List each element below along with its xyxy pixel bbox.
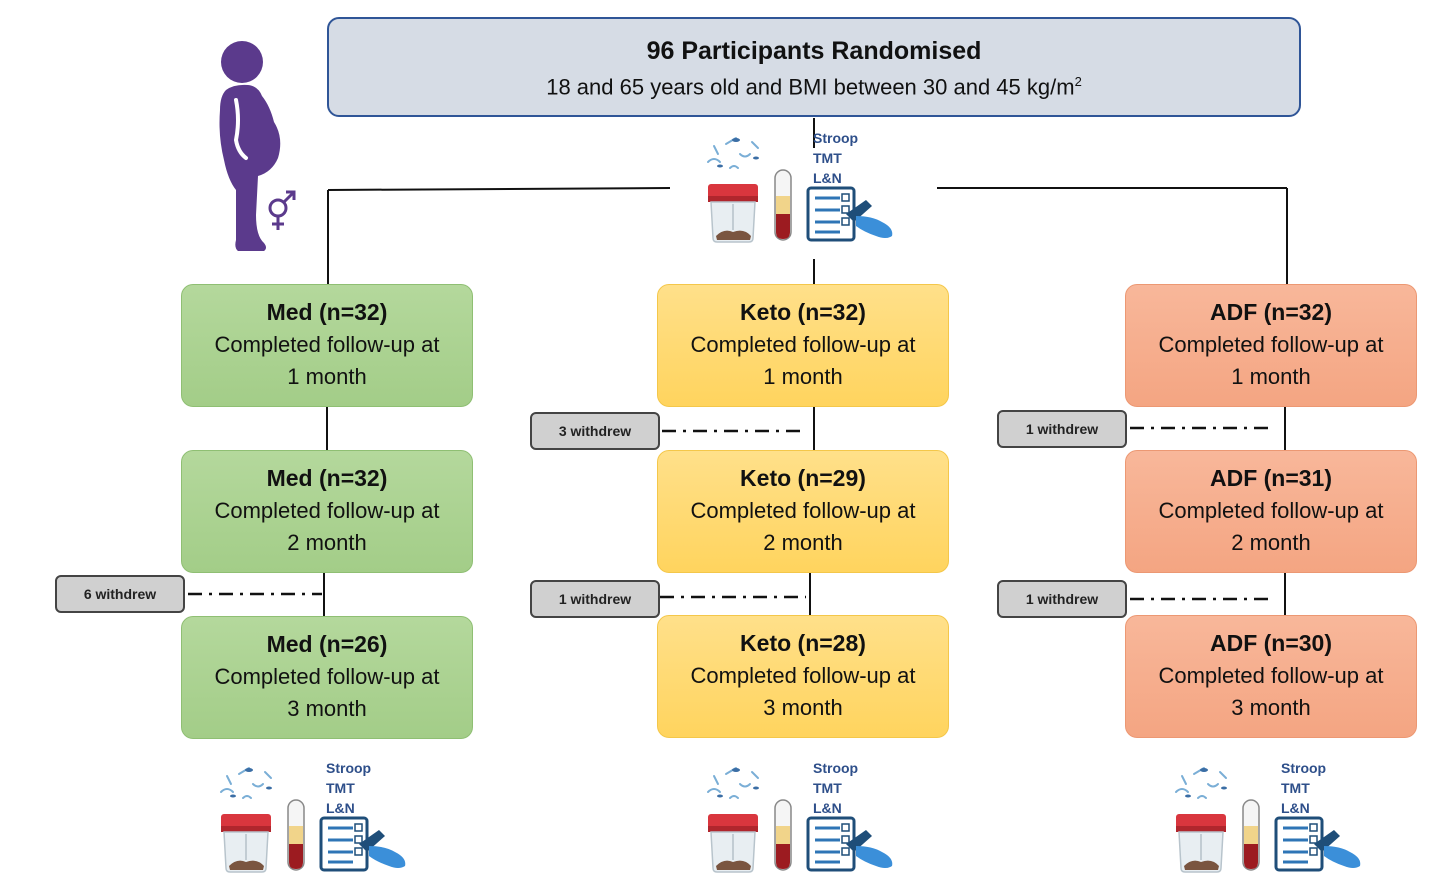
inclusion-criteria-text: 18 and 65 years old and BMI between 30 a…: [546, 74, 1075, 100]
adf-withdrawal-badge-1: 1 withdrew: [997, 410, 1127, 448]
box-title: ADF (n=30): [1209, 630, 1333, 656]
cognitive-test-clipboard-icon: [319, 816, 406, 872]
microbes-icon: [1175, 767, 1227, 799]
box-title: Keto (n=28): [740, 630, 866, 656]
cognitive-test-label: Stroop: [813, 130, 859, 146]
stool-sample-jar-icon: [1176, 814, 1226, 873]
med-box-3: Med (n=26) Completed follow-up at 3 mont…: [181, 616, 473, 739]
box-line-3: 2 month: [1231, 530, 1311, 555]
cognitive-test-label: L&N: [326, 800, 355, 816]
box-line-2: Completed follow-up at: [690, 332, 916, 357]
box-line-2: Completed follow-up at: [214, 332, 440, 357]
box-title: ADF (n=31): [1209, 465, 1333, 491]
blood-tube-icon: [774, 169, 792, 241]
cognitive-test-clipboard-icon: [806, 816, 893, 872]
microbes-icon: [707, 137, 759, 169]
cognitive-test-clipboard-icon: [1274, 816, 1361, 872]
inclusion-criteria-superscript: 2: [1074, 74, 1082, 89]
box-line-2: Completed follow-up at: [214, 498, 440, 523]
cognitive-test-label: Stroop: [813, 760, 859, 776]
cognitive-test-clipboard-icon: [806, 186, 893, 242]
cognitive-test-label: L&N: [1281, 800, 1310, 816]
keto-withdrawal-badge-2: 1 withdrew: [530, 580, 660, 618]
box-line-3: 2 month: [763, 530, 843, 555]
cognitive-test-label: TMT: [813, 150, 842, 166]
box-title: Med (n=26): [266, 631, 388, 657]
stool-sample-jar-icon: [708, 184, 758, 243]
blood-tube-icon: [1242, 799, 1260, 871]
cognitive-test-label: L&N: [813, 800, 842, 816]
microbes-icon: [707, 767, 759, 799]
adf-box-1: ADF (n=32) Completed follow-up at 1 mont…: [1125, 284, 1417, 407]
box-line-3: 1 month: [1231, 364, 1311, 389]
adf-withdrawal-badge-2: 1 withdrew: [997, 580, 1127, 618]
stool-sample-jar-icon: [221, 814, 271, 873]
inclusion-criteria: 18 and 65 years old and BMI between 30 a…: [329, 74, 1299, 100]
box-title: Med (n=32): [266, 465, 388, 491]
cognitive-test-label: TMT: [326, 780, 355, 796]
med-box-1: Med (n=32) Completed follow-up at 1 mont…: [181, 284, 473, 407]
box-line-2: Completed follow-up at: [690, 498, 916, 523]
cognitive-test-label: TMT: [813, 780, 842, 796]
box-line-3: 3 month: [1231, 695, 1311, 720]
keto-box-2: Keto (n=29) Completed follow-up at 2 mon…: [657, 450, 949, 573]
box-title: Keto (n=29): [740, 465, 866, 491]
randomisation-box: 96 Participants Randomised 18 and 65 yea…: [327, 17, 1301, 117]
box-title: Keto (n=32): [740, 299, 866, 325]
branch-line-left: [327, 187, 671, 191]
blood-tube-icon: [287, 799, 305, 871]
box-line-3: 1 month: [287, 364, 367, 389]
box-line-2: Completed follow-up at: [690, 663, 916, 688]
med-withdrawal-badge: 6 withdrew: [55, 575, 185, 613]
cognitive-test-label: L&N: [813, 170, 842, 186]
box-line-2: Completed follow-up at: [1158, 332, 1384, 357]
pregnant-person-icon: [219, 41, 281, 251]
med-box-2: Med (n=32) Completed follow-up at 2 mont…: [181, 450, 473, 573]
blood-tube-icon: [774, 799, 792, 871]
keto-withdrawal-badge-1: 3 withdrew: [530, 412, 660, 450]
box-line-2: Completed follow-up at: [1158, 663, 1384, 688]
male-female-symbol-icon: [268, 190, 296, 230]
box-line-3: 3 month: [287, 696, 367, 721]
microbes-icon: [220, 767, 272, 799]
box-line-2: Completed follow-up at: [214, 664, 440, 689]
keto-box-3: Keto (n=28) Completed follow-up at 3 mon…: [657, 615, 949, 738]
adf-box-3: ADF (n=30) Completed follow-up at 3 mont…: [1125, 615, 1417, 738]
stool-sample-jar-icon: [708, 814, 758, 873]
cognitive-test-label: Stroop: [1281, 760, 1327, 776]
cognitive-test-label: TMT: [1281, 780, 1310, 796]
adf-box-2: ADF (n=31) Completed follow-up at 2 mont…: [1125, 450, 1417, 573]
cognitive-test-label: Stroop: [326, 760, 372, 776]
box-title: Med (n=32): [266, 299, 388, 325]
box-line-2: Completed follow-up at: [1158, 498, 1384, 523]
randomisation-title: 96 Participants Randomised: [646, 37, 982, 65]
box-line-3: 2 month: [287, 530, 367, 555]
keto-box-1: Keto (n=32) Completed follow-up at 1 mon…: [657, 284, 949, 407]
box-line-3: 3 month: [763, 695, 843, 720]
box-title: ADF (n=32): [1209, 299, 1333, 325]
box-line-3: 1 month: [763, 364, 843, 389]
